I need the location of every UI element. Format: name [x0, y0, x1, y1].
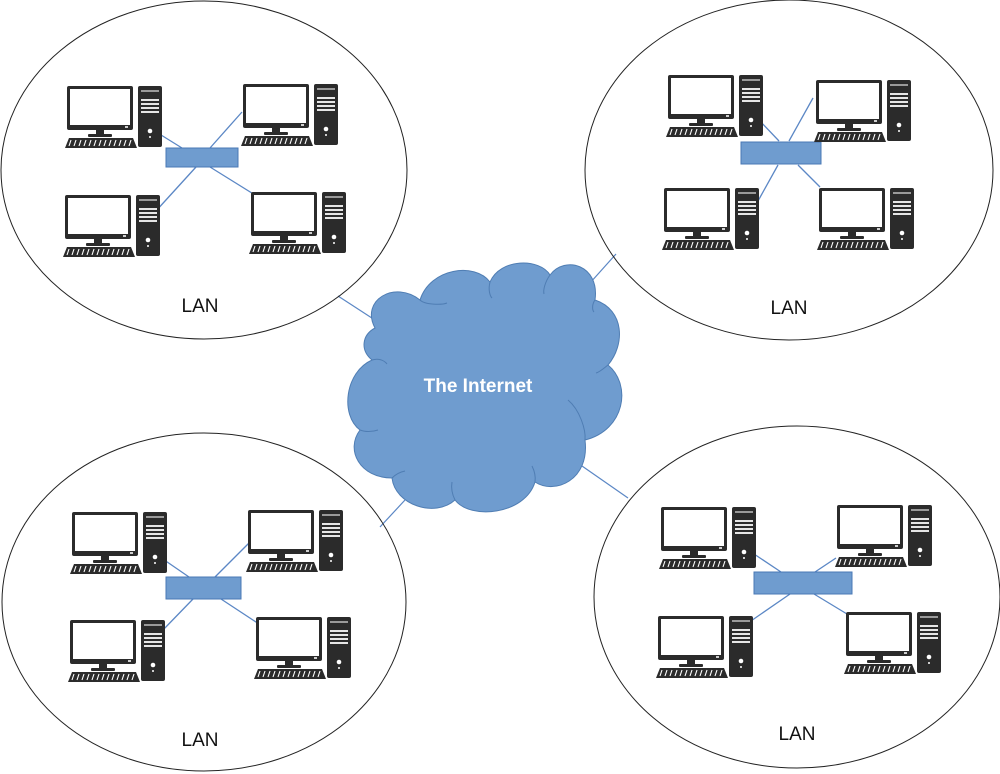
- lan-bottom-right: LAN: [593, 425, 1000, 769]
- lan-top-left: LAN: [0, 0, 408, 340]
- desktop-computer-icon: [658, 506, 757, 570]
- network-switch-icon: [165, 576, 242, 600]
- cloud-icon: [347, 262, 623, 513]
- lan-label: LAN: [182, 296, 219, 317]
- desktop-computer-icon: [240, 83, 339, 147]
- desktop-computer-icon: [813, 79, 912, 143]
- cloud-contours: [359, 274, 609, 501]
- desktop-computer-icon: [62, 194, 161, 258]
- desktop-computer-icon: [67, 619, 166, 683]
- lan-links: [747, 553, 848, 624]
- lan-boundary: [593, 425, 1000, 769]
- desktop-computer-icon: [248, 191, 347, 255]
- lan-top-right: LAN: [584, 0, 994, 341]
- lan-bottom-left: LAN: [1, 432, 407, 772]
- desktop-computer-icon: [69, 511, 168, 575]
- desktop-computer-icon: [253, 616, 352, 680]
- desktop-computer-icon: [665, 74, 764, 138]
- desktop-computer-icon: [843, 611, 942, 675]
- desktop-computer-icon: [834, 504, 933, 568]
- lan-boundary: [584, 0, 994, 341]
- cloud-label: The Internet: [424, 376, 533, 397]
- lan-boundary: [0, 0, 408, 340]
- desktop-computer-icon: [661, 187, 760, 251]
- network-switch-icon: [740, 141, 822, 165]
- link-bottom-right-to-cloud: [581, 465, 629, 499]
- network-switch-icon: [165, 147, 239, 168]
- lan-label: LAN: [779, 724, 816, 745]
- desktop-computer-icon: [64, 85, 163, 149]
- desktop-computer-icon: [816, 187, 915, 251]
- link-bottom-left-to-cloud: [379, 499, 406, 528]
- network-switch-icon: [753, 571, 853, 595]
- desktop-computer-icon: [655, 615, 754, 679]
- lan-boundary: [1, 432, 407, 772]
- desktop-computer-icon: [245, 509, 344, 573]
- link-top-right-to-cloud: [589, 253, 617, 284]
- lan-label: LAN: [182, 730, 219, 751]
- lan-label: LAN: [771, 298, 808, 319]
- internet-cloud: The Internet: [347, 262, 623, 513]
